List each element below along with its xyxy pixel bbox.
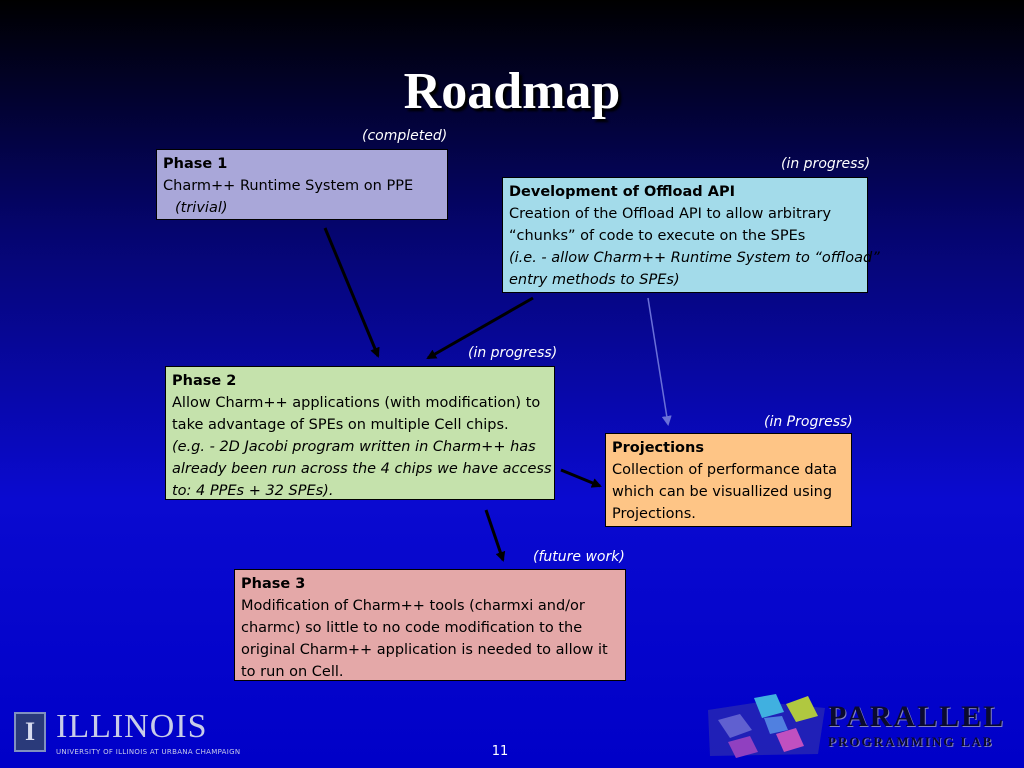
arrow-offload-to-projections	[647, 297, 672, 426]
projections-box: Projections Collection of performance da…	[605, 433, 852, 527]
offload-status: (in progress)	[781, 156, 871, 172]
phase1-line: Charm++ Runtime System on PPE	[163, 178, 414, 194]
phase3-line: original Charm++ application is needed t…	[241, 642, 608, 658]
projections-heading: Projections	[612, 440, 704, 456]
phase3-box: Phase 3 Modification of Charm++ tools (c…	[234, 569, 626, 681]
phase3-heading: Phase 3	[241, 576, 306, 592]
phase3-status: (future work)	[533, 549, 625, 565]
phase2-heading: Phase 2	[172, 373, 237, 389]
phase2-italic-line: to: 4 PPEs + 32 SPEs).	[172, 483, 334, 499]
phase3-line: Modification of Charm++ tools (charmxi a…	[241, 598, 585, 614]
phase1-heading: Phase 1	[163, 156, 228, 172]
arrow-phase2-to-projections	[560, 468, 602, 488]
phase1-italic-line: (trivial)	[175, 200, 228, 216]
phase2-italic-line: (e.g. - 2D Jacobi program written in Cha…	[172, 439, 536, 455]
offload-line: Creation of the Offload API to allow arb…	[509, 206, 832, 222]
illinois-mark-icon: I	[14, 712, 46, 752]
offload-italic-line: entry methods to SPEs)	[509, 272, 680, 288]
offload-box: Development of Offload API Creation of t…	[502, 177, 880, 293]
phase3-line: charmc) so little to no code modificatio…	[241, 620, 583, 636]
offload-line: “chunks” of code to execute on the SPEs	[509, 228, 806, 244]
illinois-logo: I ILLINOIS UNIVERSITY OF ILLINOIS AT URB…	[12, 708, 241, 760]
projections-status: (in Progress)	[764, 414, 853, 430]
phase3-line: to run on Cell.	[241, 664, 344, 680]
phase1-status: (completed)	[362, 128, 448, 144]
arrow-phase1-to-phase2	[323, 227, 380, 358]
illinois-wordmark: ILLINOIS	[56, 708, 208, 745]
phase2-status: (in progress)	[468, 345, 558, 361]
phase1-box: Phase 1 Charm++ Runtime System on PPE (t…	[156, 149, 448, 220]
ppl-cube-icon	[708, 694, 825, 758]
projections-line: which can be visuallized using	[612, 484, 833, 500]
arrow-offload-to-phase2	[426, 296, 534, 360]
ppl-subtitle: PROGRAMMING LAB	[828, 734, 994, 749]
page-number: 11	[491, 744, 509, 759]
phase2-line: Allow Charm++ applications (with modific…	[172, 395, 541, 411]
phase2-line: take advantage of SPEs on multiple Cell …	[172, 417, 509, 433]
projections-line: Projections.	[612, 506, 696, 522]
ppl-title: PARALLEL	[828, 700, 1006, 733]
offload-heading: Development of Offload API	[509, 184, 735, 200]
illinois-subtitle: UNIVERSITY OF ILLINOIS AT URBANA CHAMPAI…	[56, 748, 241, 756]
parallel-programming-lab-logo: PARALLEL PROGRAMMING LAB	[700, 690, 1015, 762]
phase2-box: Phase 2 Allow Charm++ applications (with…	[165, 366, 555, 500]
offload-italic-line: (i.e. - allow Charm++ Runtime System to …	[509, 250, 880, 266]
phase2-italic-line: already been run across the 4 chips we h…	[172, 461, 552, 477]
arrow-phase2-to-phase3	[484, 509, 506, 562]
projections-line: Collection of performance data	[612, 462, 838, 478]
slide-title: Roadmap	[403, 63, 621, 120]
